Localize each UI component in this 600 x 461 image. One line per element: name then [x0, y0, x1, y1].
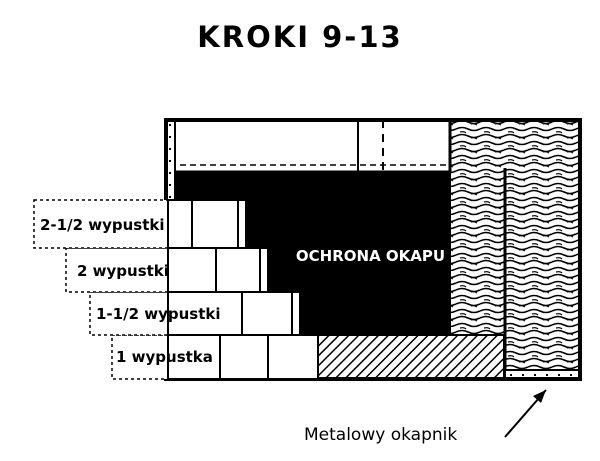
- drip-edge-label: Metalowy okapnik: [304, 425, 458, 445]
- course-label-1-5: 1-1/2 wypustki: [96, 305, 221, 323]
- course-label-2: 2 wypustki: [77, 262, 169, 280]
- drip-edge-arrow: [504, 389, 547, 438]
- course-1: [111, 334, 319, 380]
- course-3: [65, 247, 269, 293]
- eave-protection-label: OCHRONA OKAPU: [295, 247, 446, 265]
- course-label-1: 1 wypustka: [116, 348, 213, 366]
- starter-strip: [317, 334, 505, 380]
- diagram-title: KROKI 9-13: [197, 20, 403, 54]
- top-strip: [166, 118, 452, 174]
- course-4: [33, 199, 247, 249]
- course-label-2-5: 2-1/2 wypustki: [40, 216, 165, 234]
